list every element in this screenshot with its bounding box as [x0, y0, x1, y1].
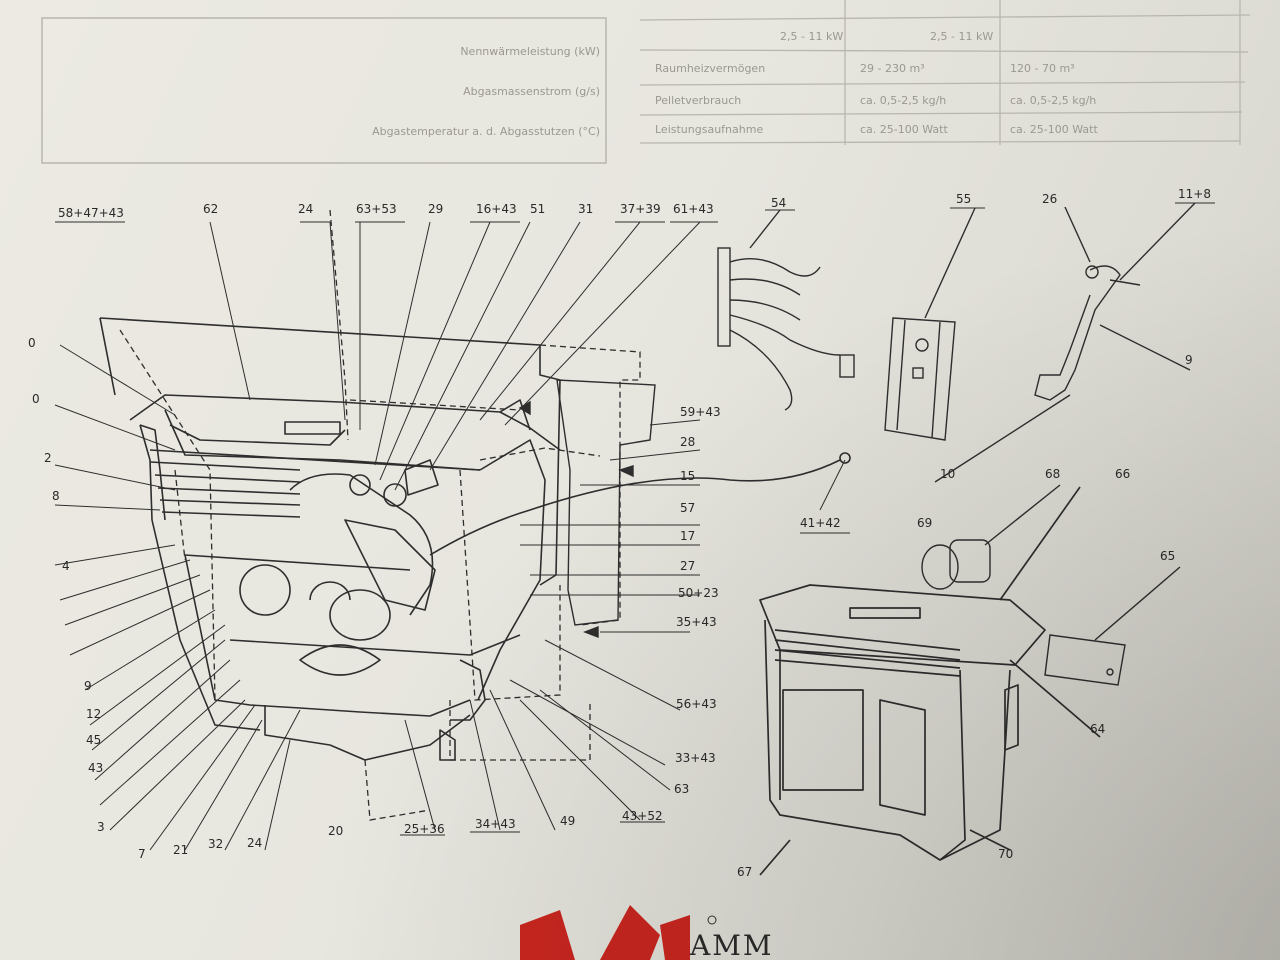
label-edge-4: 4 — [62, 559, 70, 573]
label-16-43: 16+43 — [476, 202, 517, 216]
header-left-row-3: Abgastemperatur a. d. Abgasstutzen (°C) — [372, 125, 600, 138]
label-underlines — [55, 202, 1215, 836]
label-55: 55 — [956, 192, 971, 206]
label-28: 28 — [680, 435, 695, 449]
label-63-53: 63+53 — [356, 202, 397, 216]
label-59-43: 59+43 — [680, 405, 721, 419]
label-50-23: 50+23 — [678, 586, 719, 600]
label-54: 54 — [771, 196, 786, 210]
label-10: 10 — [940, 467, 955, 481]
header-right-r1c1: Raumheizvermögen — [655, 62, 765, 75]
label-66: 66 — [1115, 467, 1130, 481]
label-26: 26 — [1042, 192, 1057, 206]
label-edge-8: 8 — [52, 489, 60, 503]
label-32: 32 — [208, 837, 223, 851]
header-right-r3c1: Leistungsaufnahme — [655, 123, 763, 136]
label-33-43: 33+43 — [675, 751, 716, 765]
brand-logo: AMM — [520, 905, 774, 960]
label-56-43: 56+43 — [676, 697, 717, 711]
header-right-top-1: 2,5 - 11 kW — [780, 30, 843, 43]
header-right-top-2: 2,5 - 11 kW — [930, 30, 993, 43]
header-right-r2c2: ca. 0,5-2,5 kg/h — [860, 94, 946, 107]
header-right-r2c3: ca. 0,5-2,5 kg/h — [1010, 94, 1096, 107]
label-43-left: 43 — [88, 761, 103, 775]
label-70: 70 — [998, 847, 1013, 861]
label-43-52: 43+52 — [622, 809, 663, 823]
header-left-row-2: Abgasmassenstrom (g/s) — [463, 85, 600, 98]
label-3: 3 — [97, 820, 105, 834]
label-62: 62 — [203, 202, 218, 216]
label-21: 21 — [173, 843, 188, 857]
label-67: 67 — [737, 865, 752, 879]
header-right-r1c2: 29 - 230 m³ — [860, 62, 925, 75]
back-panel-plate — [556, 379, 656, 626]
sensor-part — [921, 484, 1061, 590]
label-57: 57 — [680, 501, 695, 515]
label-25-36: 25+36 — [404, 822, 445, 836]
label-edge-2: 2 — [44, 451, 52, 465]
stove-dashed-outlines — [119, 209, 641, 821]
direction-arrows — [518, 400, 634, 639]
cable-harness-part — [717, 209, 855, 411]
header-table-right — [639, 0, 1251, 145]
label-24-bottom: 24 — [247, 836, 262, 850]
label-65: 65 — [1160, 549, 1175, 563]
assembled-stove — [759, 486, 1101, 876]
lever-part — [934, 202, 1196, 483]
label-20: 20 — [328, 824, 343, 838]
header-right-r3c3: ca. 25-100 Watt — [1010, 123, 1098, 136]
plate-part — [1044, 566, 1181, 686]
label-61-43: 61+43 — [673, 202, 714, 216]
label-15: 15 — [680, 469, 695, 483]
label-64: 64 — [1090, 722, 1105, 736]
bracket-part — [884, 207, 976, 441]
label-edge-0b: 0 — [32, 392, 40, 406]
label-58-47-43: 58+47+43 — [58, 206, 124, 220]
label-34-43: 34+43 — [475, 817, 516, 831]
label-31: 31 — [578, 202, 593, 216]
label-45: 45 — [86, 733, 101, 747]
label-29: 29 — [428, 202, 443, 216]
label-49: 49 — [560, 814, 575, 828]
label-51: 51 — [530, 202, 545, 216]
label-27: 27 — [680, 559, 695, 573]
label-9-left: 9 — [84, 679, 92, 693]
label-63: 63 — [674, 782, 689, 796]
header-right-r2c1: Pelletverbrauch — [655, 94, 741, 107]
label-edge-0a: 0 — [28, 336, 36, 350]
header-right-r1c3: 120 - 70 m³ — [1010, 62, 1075, 75]
label-9-right: 9 — [1185, 353, 1193, 367]
label-12: 12 — [86, 707, 101, 721]
label-24-top: 24 — [298, 202, 313, 216]
label-17: 17 — [680, 529, 695, 543]
header-left-row-1: Nennwärmeleistung (kW) — [460, 45, 600, 58]
label-11-8: 11+8 — [1178, 187, 1211, 201]
label-7: 7 — [138, 847, 146, 861]
header-right-r3c2: ca. 25-100 Watt — [860, 123, 948, 136]
label-41-42: 41+42 — [800, 516, 841, 530]
label-37-39: 37+39 — [620, 202, 661, 216]
label-69: 69 — [917, 516, 932, 530]
header-table-left — [41, 17, 607, 164]
label-35-43: 35+43 — [676, 615, 717, 629]
leader-lines — [54, 221, 846, 851]
label-68: 68 — [1045, 467, 1060, 481]
logo-text: AMM — [689, 929, 774, 960]
